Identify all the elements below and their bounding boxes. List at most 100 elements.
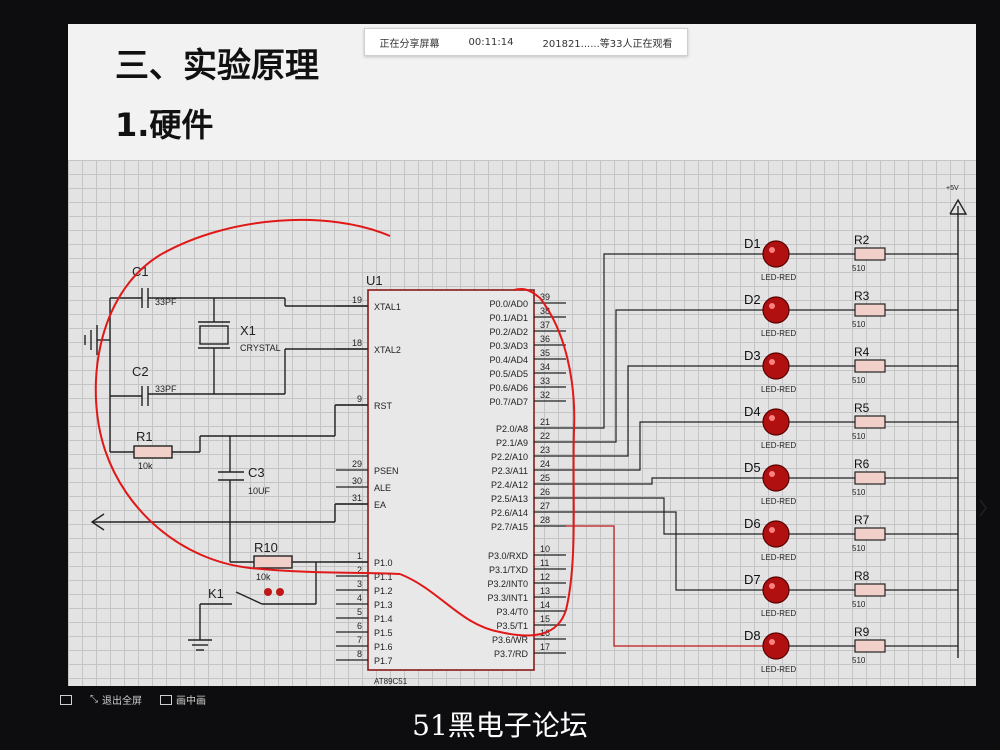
resistor-value: 510 <box>852 488 866 497</box>
led-array: D1LED-REDR2510D2LED-REDR3510D3LED-REDR45… <box>566 233 958 674</box>
chip-right-pin-number: 13 <box>540 586 550 596</box>
chip-part: AT89C51 <box>374 677 408 686</box>
chip-right-pin-number: 12 <box>540 572 550 582</box>
chip-right-pin-name: P0.7/AD7 <box>489 397 528 407</box>
schematic-switch-contacts <box>264 588 284 596</box>
chip-ref: U1 <box>366 273 383 288</box>
back-icon <box>60 694 72 705</box>
led-resistor <box>854 471 886 485</box>
led-part: LED-RED <box>761 441 796 450</box>
led-highlight <box>769 359 775 365</box>
chip-right-pin-number: 37 <box>540 320 550 330</box>
led-part: LED-RED <box>761 665 796 674</box>
exit-fullscreen-button[interactable]: ⤡ 退出全屏 <box>90 692 142 707</box>
led-resistor <box>854 303 886 317</box>
share-viewers: 201821......等33人正在观看 <box>542 38 673 50</box>
chip-right-pin-name: P0.3/AD3 <box>489 341 528 351</box>
resistor-value: 510 <box>852 656 866 665</box>
schematic-labels: C1 33PF X1 CRYSTAL C2 33PF R1 10k C3 10U… <box>132 185 959 686</box>
led-body <box>762 296 790 324</box>
led-highlight <box>769 415 775 421</box>
led-wire <box>566 365 763 457</box>
chip-right-pin-number: 22 <box>540 431 550 441</box>
chip-left-pin-number: 5 <box>357 607 362 617</box>
led-resistor <box>854 583 886 597</box>
supply-label: +5V <box>946 185 959 192</box>
chip-left-pin-number: 1 <box>357 551 362 561</box>
chip-right-pin-name: P0.1/AD1 <box>489 313 528 323</box>
chip-right-pin-name: P3.7/RD <box>494 649 529 659</box>
annotation-loop-left <box>94 219 401 575</box>
chip-right-pin-number: 27 <box>540 501 550 511</box>
chip-right-pin-name: P3.1/TXD <box>489 565 529 575</box>
r1-ref: R1 <box>136 429 153 444</box>
led-part: LED-RED <box>761 329 796 338</box>
chip-right-pin-number: 32 <box>540 390 550 400</box>
slide-subtitle: 1.硬件 <box>115 106 214 144</box>
chip-left-pin-name: P1.6 <box>374 642 393 652</box>
forum-watermark: 51黑电子论坛 <box>412 709 588 742</box>
resistor-ref: R3 <box>854 289 870 303</box>
resistor-ref: R9 <box>854 625 870 639</box>
led-ref: D7 <box>744 572 761 587</box>
x1-ref: X1 <box>240 323 256 338</box>
share-timer: 00:11:14 <box>468 36 514 48</box>
pip-icon <box>160 694 172 705</box>
chip-left-pin-name: P1.4 <box>374 614 393 624</box>
chip-right-pin-number: 21 <box>540 417 550 427</box>
chip-right-pin-name: P2.2/A10 <box>491 452 528 462</box>
chip-right-pin-number: 33 <box>540 376 550 386</box>
chip-left-pin-name: P1.0 <box>374 558 393 568</box>
led-highlight <box>769 471 775 477</box>
chip-right-pin-name: P2.3/A11 <box>492 466 528 476</box>
led-body <box>762 352 790 380</box>
pip-label: 画中画 <box>176 696 206 707</box>
resistor-value: 510 <box>852 320 866 329</box>
exit-fullscreen-icon: ⤡ <box>90 694 98 705</box>
chip-right-pin-name: P2.5/A13 <box>491 494 528 504</box>
chip-left-pin-number: 9 <box>357 394 362 404</box>
chip-left-pin-name: ALE <box>374 483 391 493</box>
screen-share-bar[interactable]: 正在分享屏幕 00:11:14 201821......等33人正在观看 <box>364 28 688 56</box>
led-body <box>762 464 790 492</box>
resistor-ref: R8 <box>854 569 870 583</box>
led-body <box>762 520 790 548</box>
bottom-toolbar: ⤡ 退出全屏 画中画 <box>60 692 206 707</box>
toolbar-back[interactable] <box>60 694 72 705</box>
led-part: LED-RED <box>761 609 796 618</box>
led-resistor <box>854 415 886 429</box>
resistor-ref: R2 <box>854 233 870 247</box>
chip-left-pin-number: 6 <box>357 621 362 631</box>
led-highlight <box>769 247 775 253</box>
chip-left-pin-name: RST <box>374 401 393 411</box>
led-resistor <box>854 247 886 261</box>
c3-ref: C3 <box>248 465 265 480</box>
led-part: LED-RED <box>761 385 796 394</box>
chip-right-pin-name: P0.0/AD0 <box>489 299 528 309</box>
chip-left-pin-name: P1.5 <box>374 628 393 638</box>
c2-ref: C2 <box>132 364 149 379</box>
led-wire <box>566 421 763 471</box>
chip-right-pin-number: 11 <box>540 558 549 568</box>
led-ref: D2 <box>744 292 761 307</box>
resistor-value: 510 <box>852 432 866 441</box>
chip-right-pin-name: P3.4/T0 <box>496 607 528 617</box>
led-ref: D1 <box>744 236 761 251</box>
led-body <box>762 632 790 660</box>
chip-left-pin-name: XTAL1 <box>374 302 401 312</box>
led-body <box>762 408 790 436</box>
pip-button[interactable]: 画中画 <box>160 692 206 707</box>
chip-left-pin-number: 18 <box>352 338 362 348</box>
chip-left-pin-number: 4 <box>357 593 362 603</box>
c1-value: 33PF <box>155 297 177 307</box>
led-resistor <box>854 527 886 541</box>
annotation-loops <box>94 219 576 637</box>
chip-right-pin-number: 35 <box>540 348 550 358</box>
led-ref: D6 <box>744 516 761 531</box>
chip-right-pin-number: 38 <box>540 306 550 316</box>
k1-ref: K1 <box>208 586 224 601</box>
led-part: LED-RED <box>761 273 796 282</box>
chip-right-pin-name: P3.5/T1 <box>496 621 528 631</box>
annotation-loop-right <box>399 288 576 637</box>
